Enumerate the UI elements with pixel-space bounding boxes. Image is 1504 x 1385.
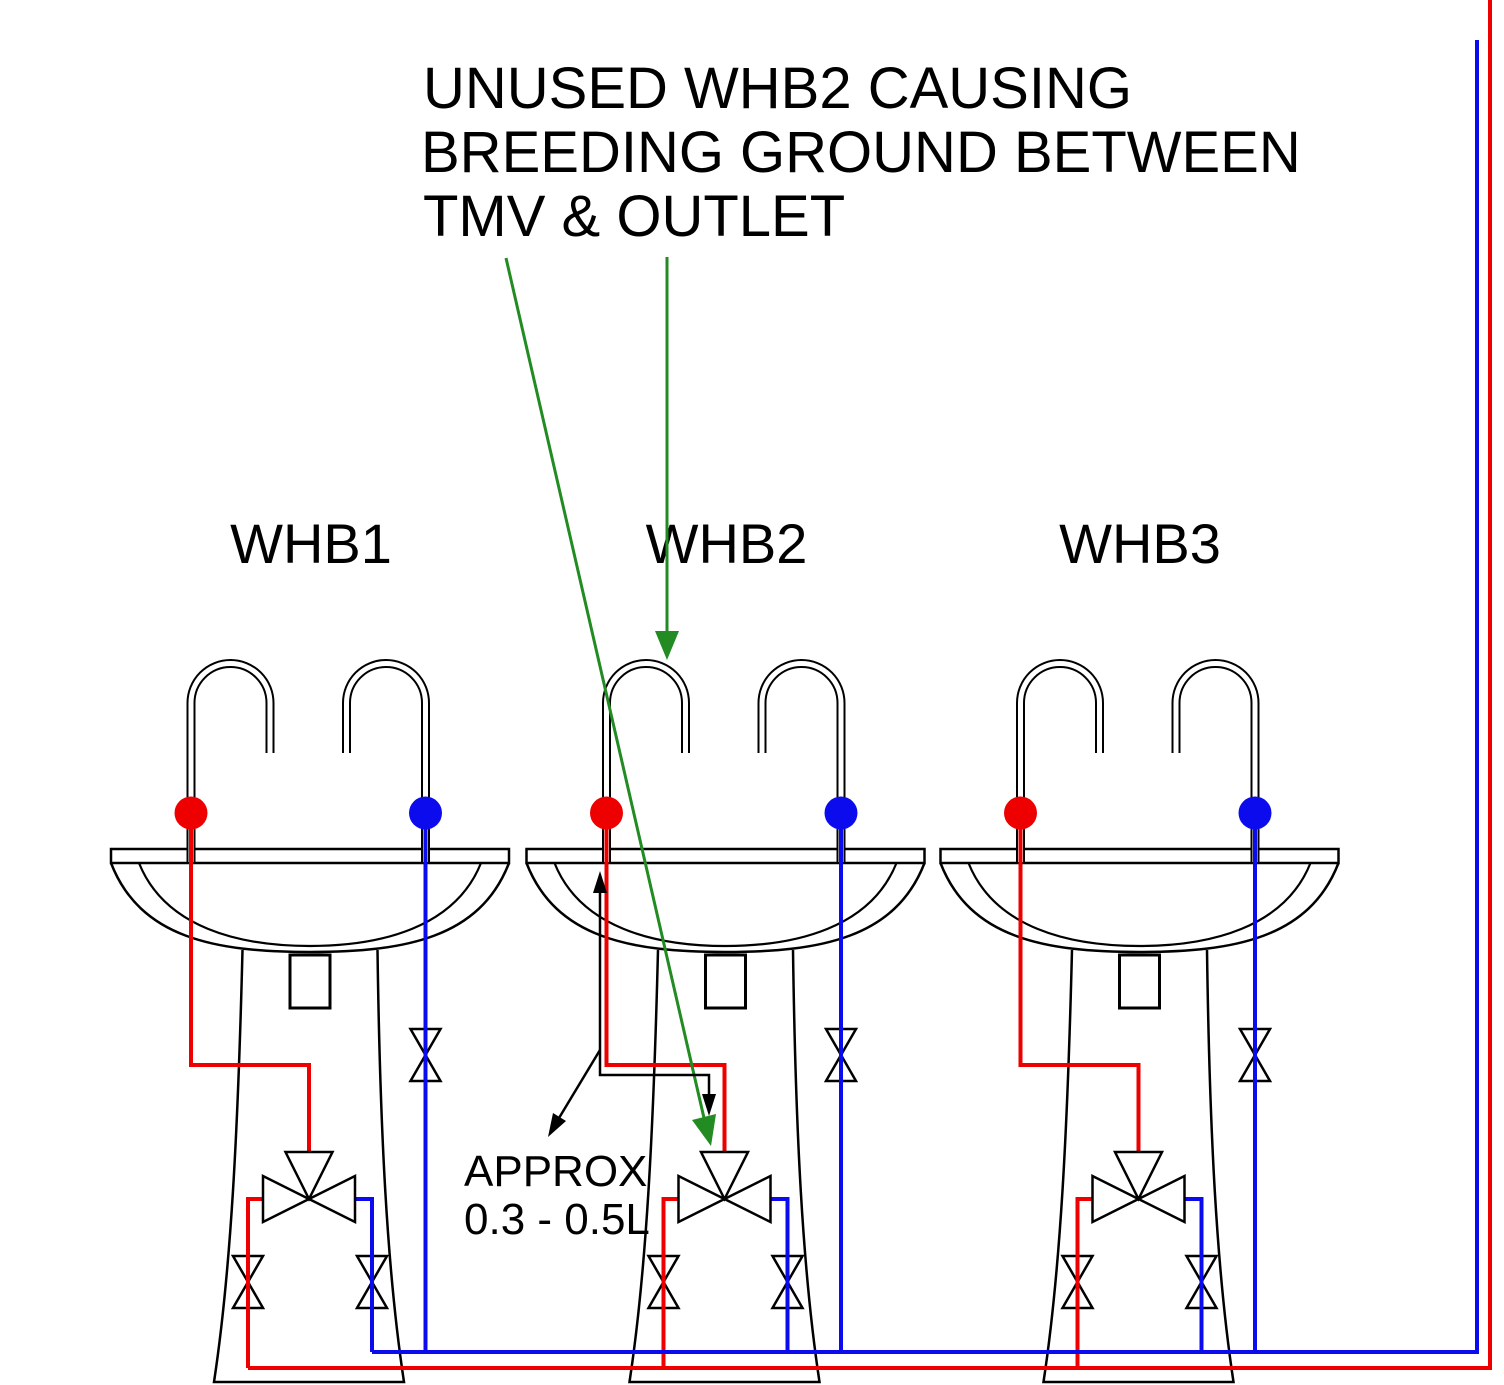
hot-tap-icon — [186, 659, 275, 862]
hot-supply-pipe — [1075, 1197, 1093, 1368]
volume-note-line-1: APPROX — [464, 1147, 647, 1196]
green-callout-arrows — [504, 257, 716, 1146]
tmv-icon — [1091, 1150, 1186, 1225]
basin-unit — [939, 659, 1340, 1384]
basin-rim — [109, 847, 511, 865]
volume-note: APPROX 0.3 - 0.5L — [464, 1147, 650, 1244]
volume-leader — [548, 871, 716, 1137]
basin-bowl-outer — [939, 862, 1340, 954]
basin-label-whb3: WHB3 — [1059, 512, 1221, 575]
basin-rim — [939, 847, 1340, 865]
hot-tap-bore — [604, 661, 688, 862]
cold-supply-to-tmv-pipe — [770, 1197, 790, 1352]
basin-bowl-outer — [109, 862, 511, 954]
leader-span-outlet-to-tmv — [598, 888, 711, 1094]
hot-tap-bore — [188, 661, 273, 862]
green-arrowhead-at-tap-icon — [655, 631, 679, 660]
hot-indicator-dot — [590, 796, 623, 830]
cold-tap-icon — [757, 659, 846, 862]
cold-tap-icon — [1171, 659, 1260, 862]
basin-bowl-inner — [967, 862, 1312, 948]
mixed-water-pipe-tmv-to-outlet — [189, 813, 311, 1153]
title-line-1: UNUSED WHB2 CAUSING — [423, 56, 1132, 121]
basin-bowl-inner — [553, 862, 898, 948]
mixed-water-pipe-tmv-to-outlet — [1018, 813, 1141, 1153]
mixed-water-pipe-tmv-to-outlet — [604, 813, 727, 1153]
cold-supply-to-tmv-pipe — [355, 1197, 374, 1352]
cold-water-main — [372, 40, 1479, 1354]
cold-supply-to-tmv-pipe — [1184, 1197, 1204, 1352]
leader-arrowhead-down-icon — [702, 1094, 716, 1116]
waste-outlet — [288, 953, 332, 1010]
cold-indicator-dot — [1238, 796, 1272, 830]
hot-water-main — [248, 0, 1492, 1370]
pedestal-outline — [212, 949, 406, 1384]
tmv-icon — [261, 1150, 357, 1225]
hot-supply-pipe — [661, 1197, 679, 1368]
title-line-3: TMV & OUTLET — [423, 184, 845, 249]
hot-indicator-dot — [174, 796, 208, 830]
pedestal-outline — [1042, 949, 1235, 1384]
volume-note-line-2: 0.3 - 0.5L — [464, 1195, 650, 1244]
basins-layer — [109, 659, 1340, 1384]
basin-rim — [525, 847, 926, 865]
cold-tap-bore — [1173, 661, 1258, 862]
cold-indicator-dot — [824, 796, 858, 830]
hot-tap-icon — [602, 659, 690, 862]
basin-label-whb2: WHB2 — [646, 512, 808, 575]
hot-indicator-dot — [1004, 796, 1037, 830]
cold-tap-icon — [342, 659, 430, 862]
leader-arrowhead-note-icon — [548, 1113, 566, 1137]
cold-tap-bore — [759, 661, 844, 862]
basin-label-whb1: WHB1 — [230, 512, 392, 575]
pedestal-outline — [628, 949, 821, 1384]
title-annotation: UNUSED WHB2 CAUSING BREEDING GROUND BETW… — [421, 56, 1301, 249]
green-leader-to-tmv-outlet-pipe — [504, 257, 706, 1119]
leader-arrowhead-up-icon — [593, 871, 607, 893]
waste-outlet — [1118, 953, 1161, 1010]
green-arrowhead-at-pipe-icon — [692, 1114, 716, 1146]
tmv-icon — [677, 1150, 772, 1225]
hot-supply-pipe — [246, 1197, 263, 1368]
hot-tap-bore — [1018, 661, 1102, 862]
cold-tap-bore — [344, 661, 428, 862]
hot-tap-icon — [1016, 659, 1104, 862]
basin-unit — [109, 659, 511, 1384]
basin-unit — [525, 659, 926, 1384]
leader-branch-to-note — [554, 1049, 602, 1124]
title-line-2: BREEDING GROUND BETWEEN — [421, 120, 1301, 185]
basin-bowl-inner — [137, 862, 483, 948]
basin-bowl-outer — [525, 862, 926, 954]
waste-outlet — [704, 953, 747, 1010]
cold-indicator-dot — [409, 796, 442, 830]
